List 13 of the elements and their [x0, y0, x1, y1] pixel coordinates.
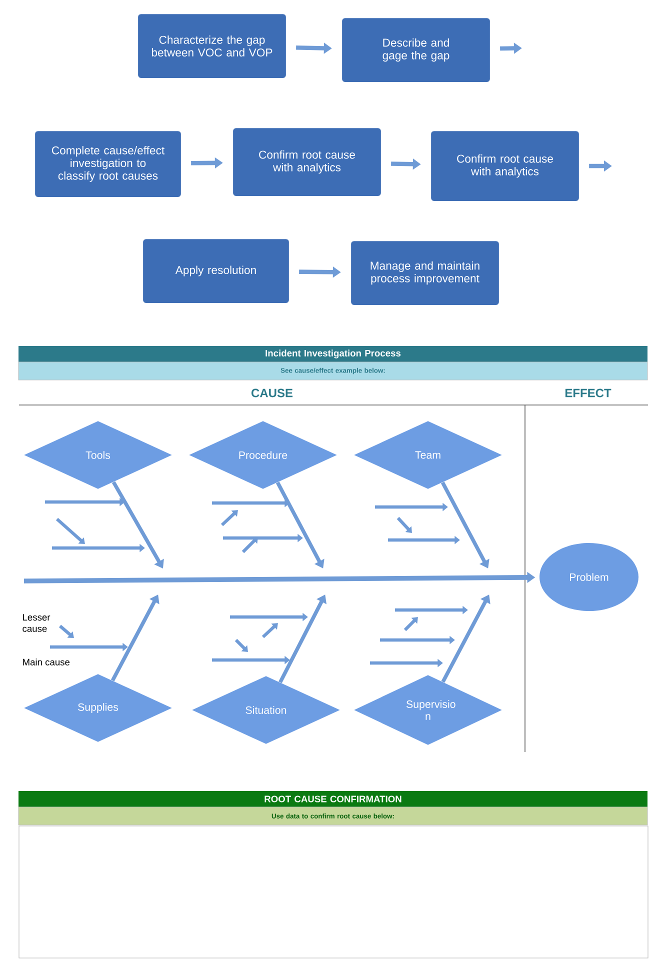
column-heading: CAUSE [252, 388, 293, 398]
main-cause-label: Main cause [23, 658, 70, 666]
process-box: Confirm root cause with analytics [428, 128, 582, 204]
process-box: Apply resolution [140, 236, 292, 306]
column-heading: EFFECT [565, 388, 612, 398]
process-box: Describe and gage the gap [340, 16, 492, 84]
process-box: Complete cause/effect investigation to classify root causes [32, 128, 184, 200]
process-box: Confirm root cause with analytics [230, 126, 384, 198]
header-band: ROOT CAUSE CONFIRMATION [18, 791, 648, 807]
lesser-cause-label: Lesser cause [22, 614, 50, 632]
header-band: Incident Investigation Process [18, 346, 648, 362]
process-box: Characterize the gap between VOC and VOP [136, 12, 288, 80]
process-box: Manage and maintain process improvement [348, 238, 502, 308]
